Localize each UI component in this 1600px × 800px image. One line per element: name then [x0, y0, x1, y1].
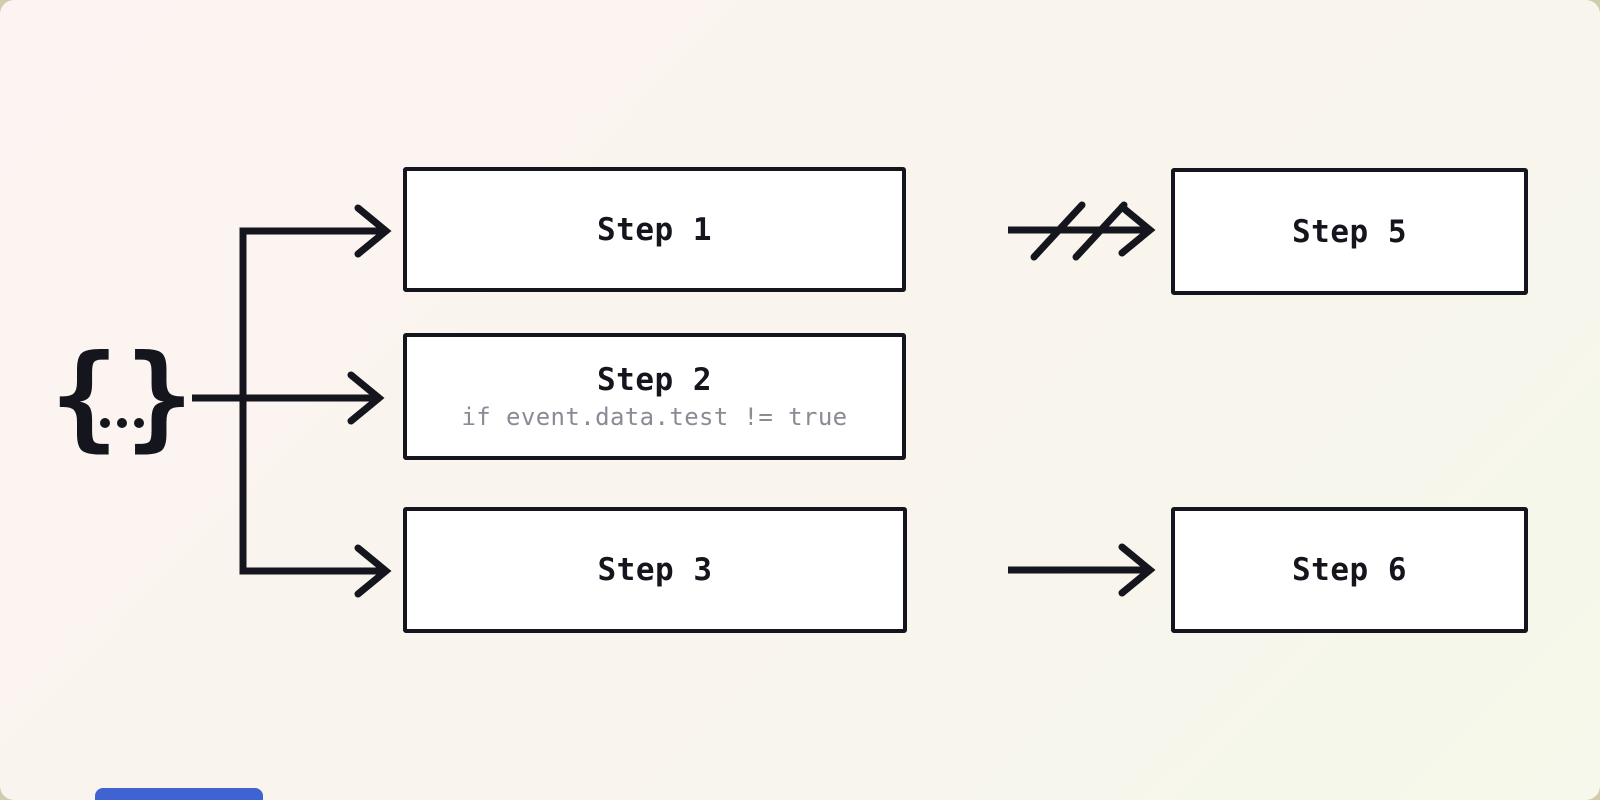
node-title: Step 6 — [1292, 552, 1407, 588]
node-title: Step 5 — [1292, 213, 1407, 250]
arrowhead-step1 — [354, 204, 392, 258]
node-step-1[interactable]: Step 1 — [403, 167, 906, 292]
node-step-6[interactable]: Step 6 — [1171, 507, 1528, 633]
arrowhead-step3 — [354, 544, 392, 598]
node-title: Step 1 — [597, 211, 712, 248]
arrowhead-step2 — [347, 371, 385, 425]
ellipsis-dot — [134, 418, 144, 428]
node-step-2[interactable]: Step 2 if event.data.test != true — [403, 333, 906, 460]
edge-branch-trunk — [239, 227, 384, 575]
arrowhead-step6 — [1118, 543, 1156, 597]
event-trigger-json-icon[interactable]: { } — [50, 336, 195, 454]
ellipsis-dot — [117, 418, 127, 428]
ellipsis-dot — [100, 418, 110, 428]
arrowhead-step5 — [1118, 203, 1156, 257]
node-title: Step 2 — [597, 362, 712, 398]
bottom-blue-bar — [95, 788, 263, 800]
brace-right-glyph: } — [125, 330, 194, 463]
node-title: Step 3 — [597, 552, 713, 588]
break-slash-icon — [1072, 201, 1128, 261]
node-step-3[interactable]: Step 3 — [403, 507, 907, 633]
brace-left-glyph: { — [50, 330, 119, 463]
node-condition: if event.data.test != true — [461, 403, 848, 431]
break-slash-icon — [1030, 201, 1086, 261]
node-step-5[interactable]: Step 5 — [1171, 168, 1528, 295]
